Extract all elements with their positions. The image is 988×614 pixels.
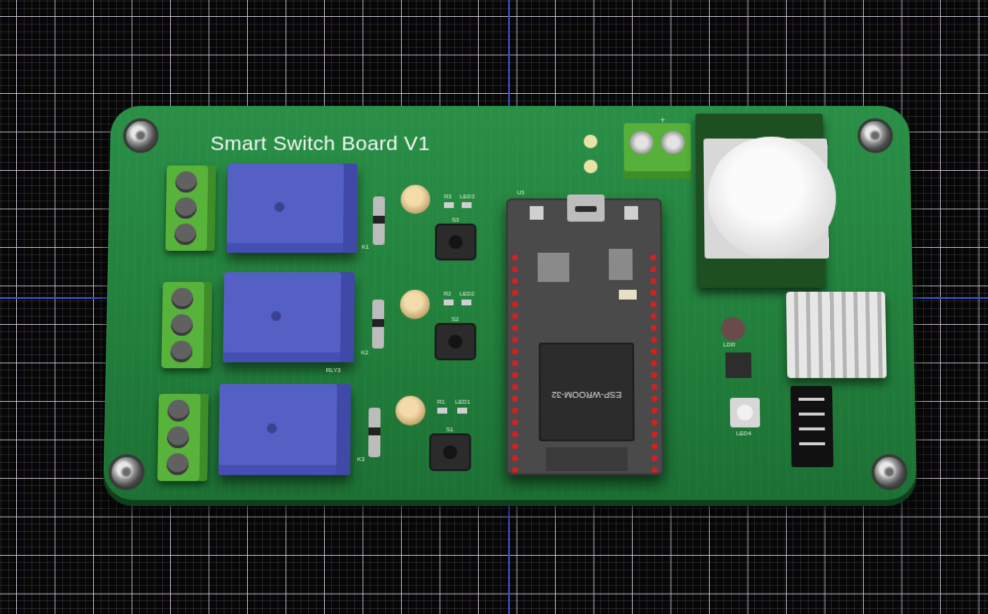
board-title: Smart Switch Board V1 bbox=[210, 133, 430, 156]
pir-dome bbox=[707, 137, 837, 259]
mounting-hole-bottom-right bbox=[874, 457, 905, 487]
resistor-r1 bbox=[437, 408, 447, 414]
transistor-q3 bbox=[395, 396, 425, 426]
label-s2: S2 bbox=[452, 317, 459, 323]
label-led4: LED4 bbox=[736, 431, 751, 437]
diode-d2 bbox=[372, 300, 384, 349]
relay-k2 bbox=[223, 272, 355, 362]
label-u3: U3 bbox=[517, 191, 525, 197]
relay-terminal-block-2 bbox=[161, 282, 212, 368]
label-k2: K2 bbox=[361, 350, 368, 356]
relay-terminal-block-3 bbox=[157, 394, 208, 481]
pad-1 bbox=[584, 135, 598, 148]
resistor-r2 bbox=[444, 300, 454, 306]
diode-d3 bbox=[368, 408, 380, 458]
label-r1: R1 bbox=[437, 400, 445, 406]
dht-sensor bbox=[786, 292, 887, 378]
right-header-pins bbox=[650, 255, 658, 479]
push-button-s3[interactable] bbox=[437, 225, 475, 258]
label-ldr: LDR bbox=[723, 343, 735, 349]
pin-header bbox=[790, 386, 833, 467]
led-led2 bbox=[461, 300, 471, 306]
smd-component bbox=[619, 290, 637, 300]
label-r3: R3 bbox=[444, 194, 452, 200]
diode-d1 bbox=[373, 196, 385, 244]
label-led2: LED2 bbox=[460, 292, 475, 298]
mounting-hole-top-right bbox=[860, 121, 890, 150]
label-r2: R2 bbox=[444, 292, 452, 298]
esp-wroom-32-module: ESP-WROOM-32 bbox=[539, 343, 635, 442]
pcb-antenna bbox=[546, 447, 628, 471]
left-header-pins bbox=[512, 255, 518, 479]
label-s1: S1 bbox=[446, 427, 453, 433]
relay-k3 bbox=[218, 384, 351, 475]
ldr-sensor bbox=[721, 317, 745, 341]
esp32-devkit: ESP-WROOM-32 bbox=[506, 198, 664, 475]
power-screw-2 bbox=[661, 131, 685, 154]
push-button-s1[interactable] bbox=[431, 435, 469, 469]
relay-terminal-block-1 bbox=[165, 166, 216, 251]
rly3-label: RLY3 bbox=[326, 368, 341, 374]
transistor-q2 bbox=[400, 290, 430, 319]
relay-k1 bbox=[227, 164, 358, 253]
boot-button[interactable] bbox=[530, 206, 544, 220]
label-k3: K3 bbox=[357, 457, 364, 463]
led-led3 bbox=[462, 202, 472, 208]
label-led1: LED1 bbox=[455, 400, 470, 406]
pad-2 bbox=[584, 160, 598, 174]
voltage-regulator bbox=[538, 253, 570, 282]
transistor-q1 bbox=[401, 185, 431, 214]
en-button[interactable] bbox=[624, 206, 638, 220]
label-k1: K1 bbox=[362, 245, 369, 251]
power-screw-1 bbox=[630, 131, 654, 154]
status-led-led4 bbox=[730, 398, 760, 428]
label-s3: S3 bbox=[452, 218, 459, 224]
micro-usb-port[interactable] bbox=[567, 194, 605, 221]
resistor-r3 bbox=[444, 202, 454, 208]
push-button-s2[interactable] bbox=[437, 325, 475, 358]
label-plus: + bbox=[660, 115, 665, 125]
pir-motion-sensor bbox=[695, 114, 825, 288]
usb-uart-chip bbox=[609, 249, 633, 280]
pir-base bbox=[703, 139, 829, 259]
pcb-board[interactable]: Smart Switch Board V1 RLY3 K1 K2 K3 bbox=[103, 106, 917, 500]
module-label: ESP-WROOM-32 bbox=[527, 390, 646, 400]
power-terminal-block bbox=[624, 123, 691, 179]
led-led1 bbox=[457, 408, 467, 414]
ic-chip bbox=[725, 352, 751, 378]
label-led3: LED3 bbox=[460, 194, 475, 200]
